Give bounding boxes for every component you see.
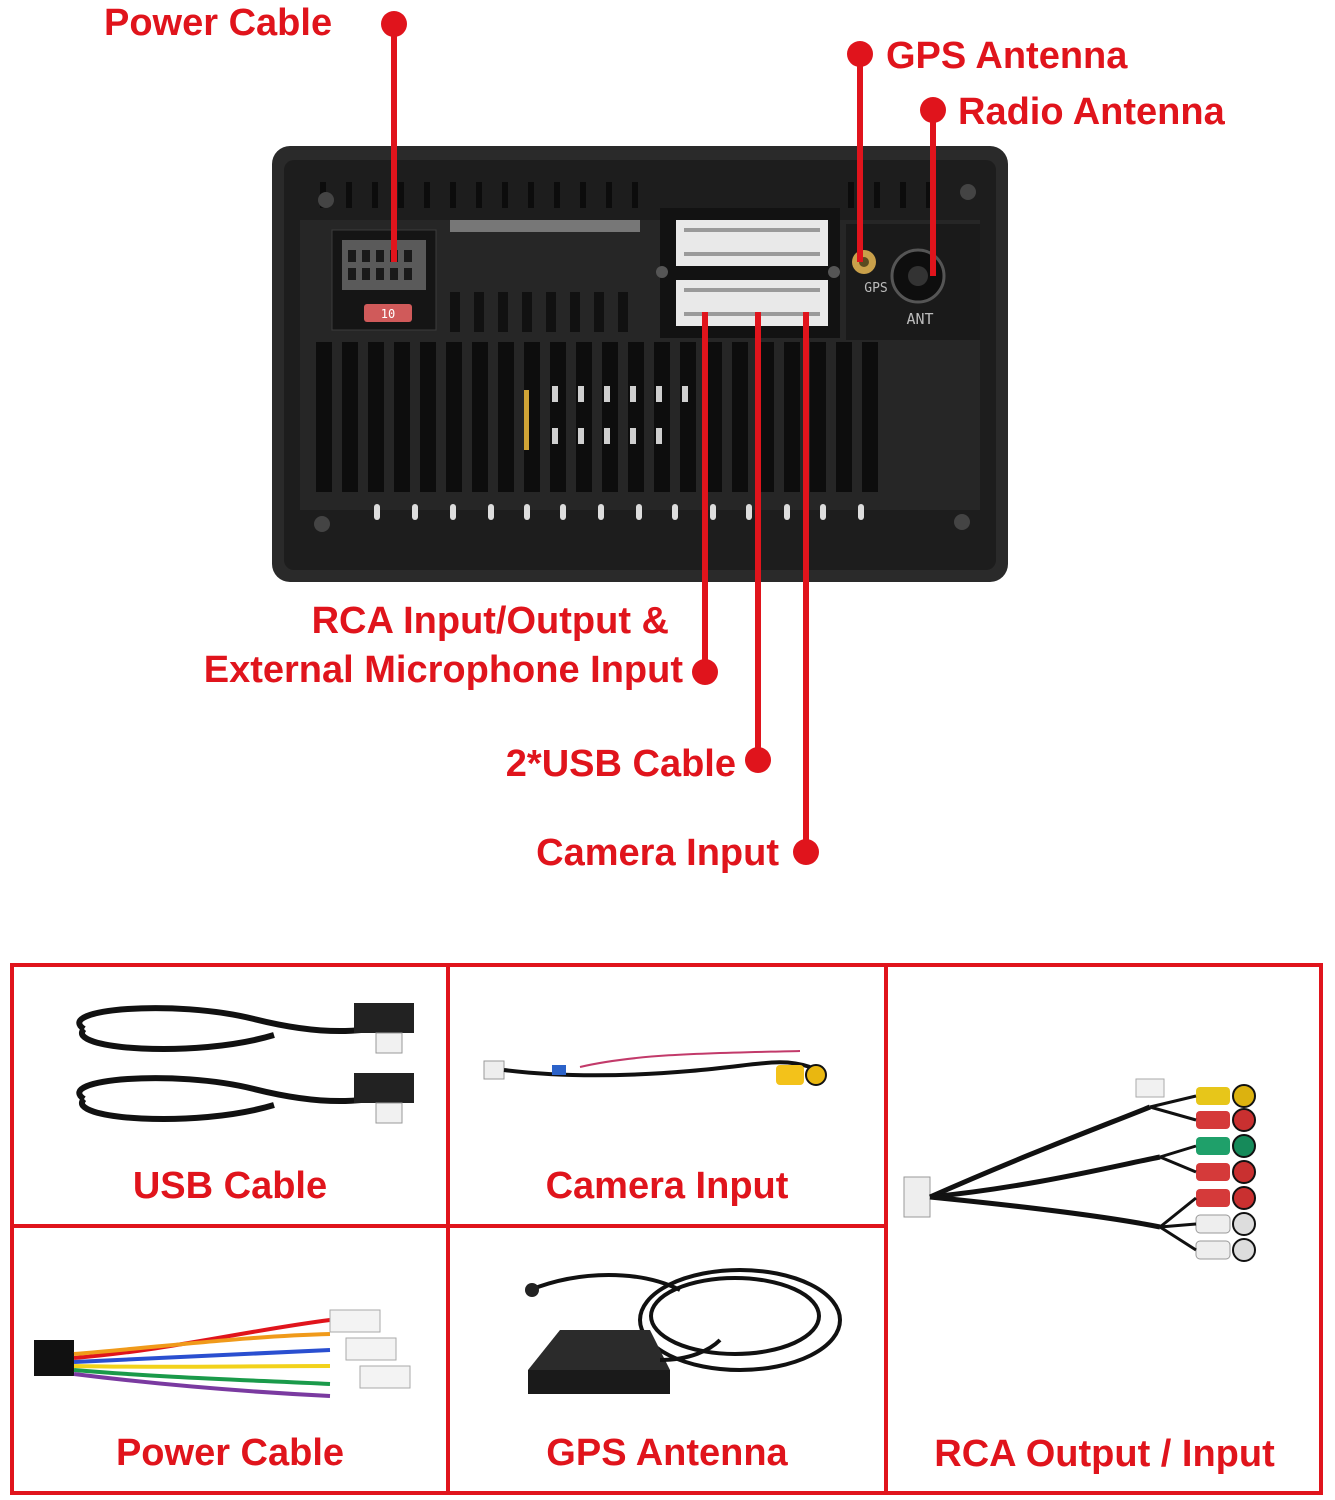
grid-lines: [10, 963, 1323, 1495]
accessory-label: USB Cable: [132, 1165, 328, 1207]
callout-dot-power: [381, 11, 407, 37]
accessory-usb-cable: USB Cable: [14, 967, 446, 1224]
callout-dot-gps: [847, 41, 873, 67]
rca-cable-icon: [903, 1078, 1256, 1262]
callout-usb-cable: 2*USB Cable: [505, 743, 736, 785]
callout-radio-antenna: Radio Antenna: [958, 91, 1225, 133]
accessory-power-cable: Power Cable: [14, 1230, 446, 1491]
callout-dot-usb: [745, 747, 771, 773]
fuse-marking: 10: [381, 307, 395, 321]
accessory-gps-antenna: GPS Antenna: [450, 1230, 884, 1491]
callout-rca-line2: External Microphone Input: [203, 649, 683, 691]
callout-rca-line1: RCA Input/Output &: [311, 600, 669, 642]
callout-power-cable: Power Cable: [104, 2, 333, 44]
accessory-label: RCA Output / Input: [934, 1433, 1275, 1475]
callout-dot-radio: [920, 97, 946, 123]
accessory-label: GPS Antenna: [546, 1432, 788, 1474]
power-harness-icon: [34, 1309, 411, 1398]
gps-antenna-icon: [525, 1268, 842, 1394]
accessory-label: Camera Input: [545, 1165, 789, 1207]
accessory-label: Power Cable: [115, 1432, 345, 1474]
accessory-camera-input: Camera Input: [450, 967, 884, 1224]
head-unit-back-panel: 10 GPS ANT: [272, 24, 1008, 852]
ant-port-marking: ANT: [906, 310, 933, 328]
callout-dot-camera: [793, 839, 819, 865]
usb-cable-icon: [76, 1003, 414, 1124]
callout-gps-antenna: GPS Antenna: [886, 35, 1128, 77]
accessories-grid: USB Cable Camera Input: [10, 963, 1323, 1495]
accessory-rca: RCA Output / Input: [890, 967, 1319, 1491]
camera-cable-icon: [483, 1050, 827, 1086]
callout-dot-rca: [692, 659, 718, 685]
gps-port-marking: GPS: [864, 281, 887, 296]
callout-camera-input: Camera Input: [536, 832, 779, 874]
